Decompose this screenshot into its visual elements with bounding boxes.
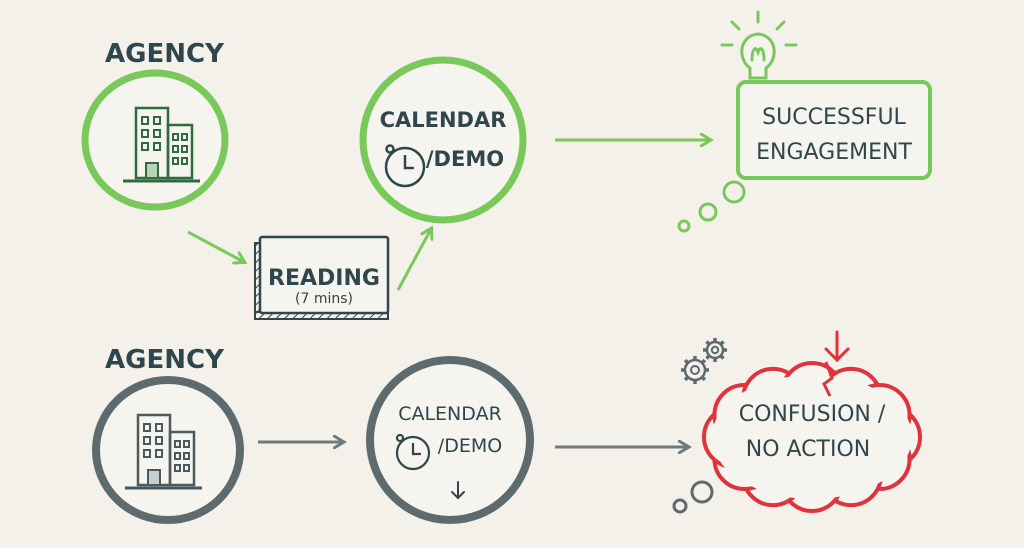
stopwatch-icon [384,144,426,188]
calendar-label-line1: CALENDAR [380,108,507,132]
reading-title: READING [268,266,380,291]
calendar-label-line2-bottom: /DEMO [438,435,502,457]
success-label-line2: ENGAGEMENT [756,140,912,165]
arrow-reading-to-calendar [396,229,431,291]
agency-label-bottom: AGENCY [105,345,225,375]
red-down-arrow-icon [824,330,850,363]
calendar-label-line1-bottom: CALENDAR [398,403,502,425]
stopwatch-icon [395,433,431,471]
cloud-fill [712,375,912,499]
building-icon [123,106,200,183]
crack-mark [822,361,834,397]
reading-duration: (7 mins) [295,291,353,307]
gears-icon [681,338,727,384]
reading-node: READING (7 mins) [254,235,390,320]
arrow-agency-to-reading [187,230,244,262]
agency-label-top: AGENCY [105,39,225,69]
building-icon [125,413,202,490]
down-arrow-icon [451,481,465,500]
agency-node-bottom [92,376,244,524]
calendar-label-line2: /DEMO [426,147,504,171]
confusion-label-line1: CONFUSION / [739,402,886,427]
thought-cloud [702,361,922,513]
lightbulb-icon [720,10,798,80]
calendar-node-bottom: CALENDAR /DEMO [366,356,534,524]
confusion-node: CONFUSION / NO ACTION [672,330,922,514]
confusion-label-line2: NO ACTION [746,437,871,462]
gear-icon [703,338,727,362]
agency-node-top [81,69,229,211]
success-label-line1: SUCCESSFUL [762,105,906,130]
gear-icon [681,356,709,384]
calendar-node-top: CALENDAR /DEMO [359,56,527,224]
success-node: SUCCESSFUL ENGAGEMENT [677,10,932,233]
